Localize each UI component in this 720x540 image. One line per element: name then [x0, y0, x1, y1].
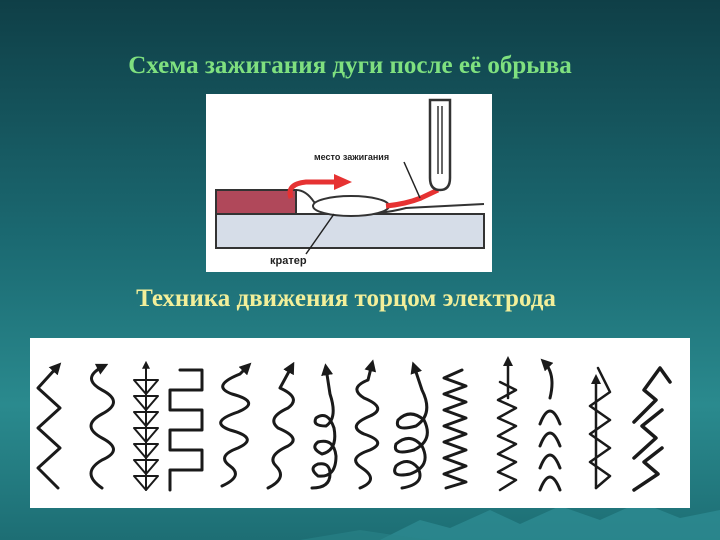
label-crater: кратер: [270, 255, 307, 267]
pattern-coil: [393, 361, 429, 490]
title-electrode-movement: Техника движения торцом электрода: [136, 285, 556, 312]
arc-ignition-diagram: место зажигания кратер: [206, 94, 492, 272]
pattern-dense-zigzag: [442, 368, 468, 490]
pattern-double-loops: [354, 359, 380, 490]
crater-leader: [305, 213, 335, 255]
pattern-arrow-chevrons: [588, 366, 612, 490]
pattern-large-chevrons: [632, 366, 672, 492]
pattern-curved-zigzag: [89, 363, 115, 490]
pattern-figure-eight: [219, 362, 252, 488]
electrode-movement-patterns: [30, 338, 690, 508]
arc-path-arrow: [287, 179, 336, 199]
pattern-hooks: [266, 361, 295, 490]
pattern-zigzag: [36, 362, 62, 490]
title-arc-ignition: Схема зажигания дуги после её обрыва: [128, 52, 572, 79]
pattern-slanted-strokes: [496, 356, 518, 492]
arc-arrowhead: [334, 174, 352, 190]
base-metal-plate: [215, 213, 485, 249]
weld-bead: [215, 189, 297, 215]
ignition-leader: [403, 161, 421, 199]
pattern-triangles: [133, 360, 159, 491]
pattern-loops: [310, 363, 338, 490]
electrode: [428, 98, 452, 192]
mountain-decoration: [300, 502, 720, 540]
crater: [312, 195, 390, 217]
arc-return: [385, 187, 440, 209]
pattern-arches: [540, 362, 562, 492]
pattern-square-wave: [168, 368, 204, 492]
label-ignition-point: место зажигания: [314, 152, 389, 162]
